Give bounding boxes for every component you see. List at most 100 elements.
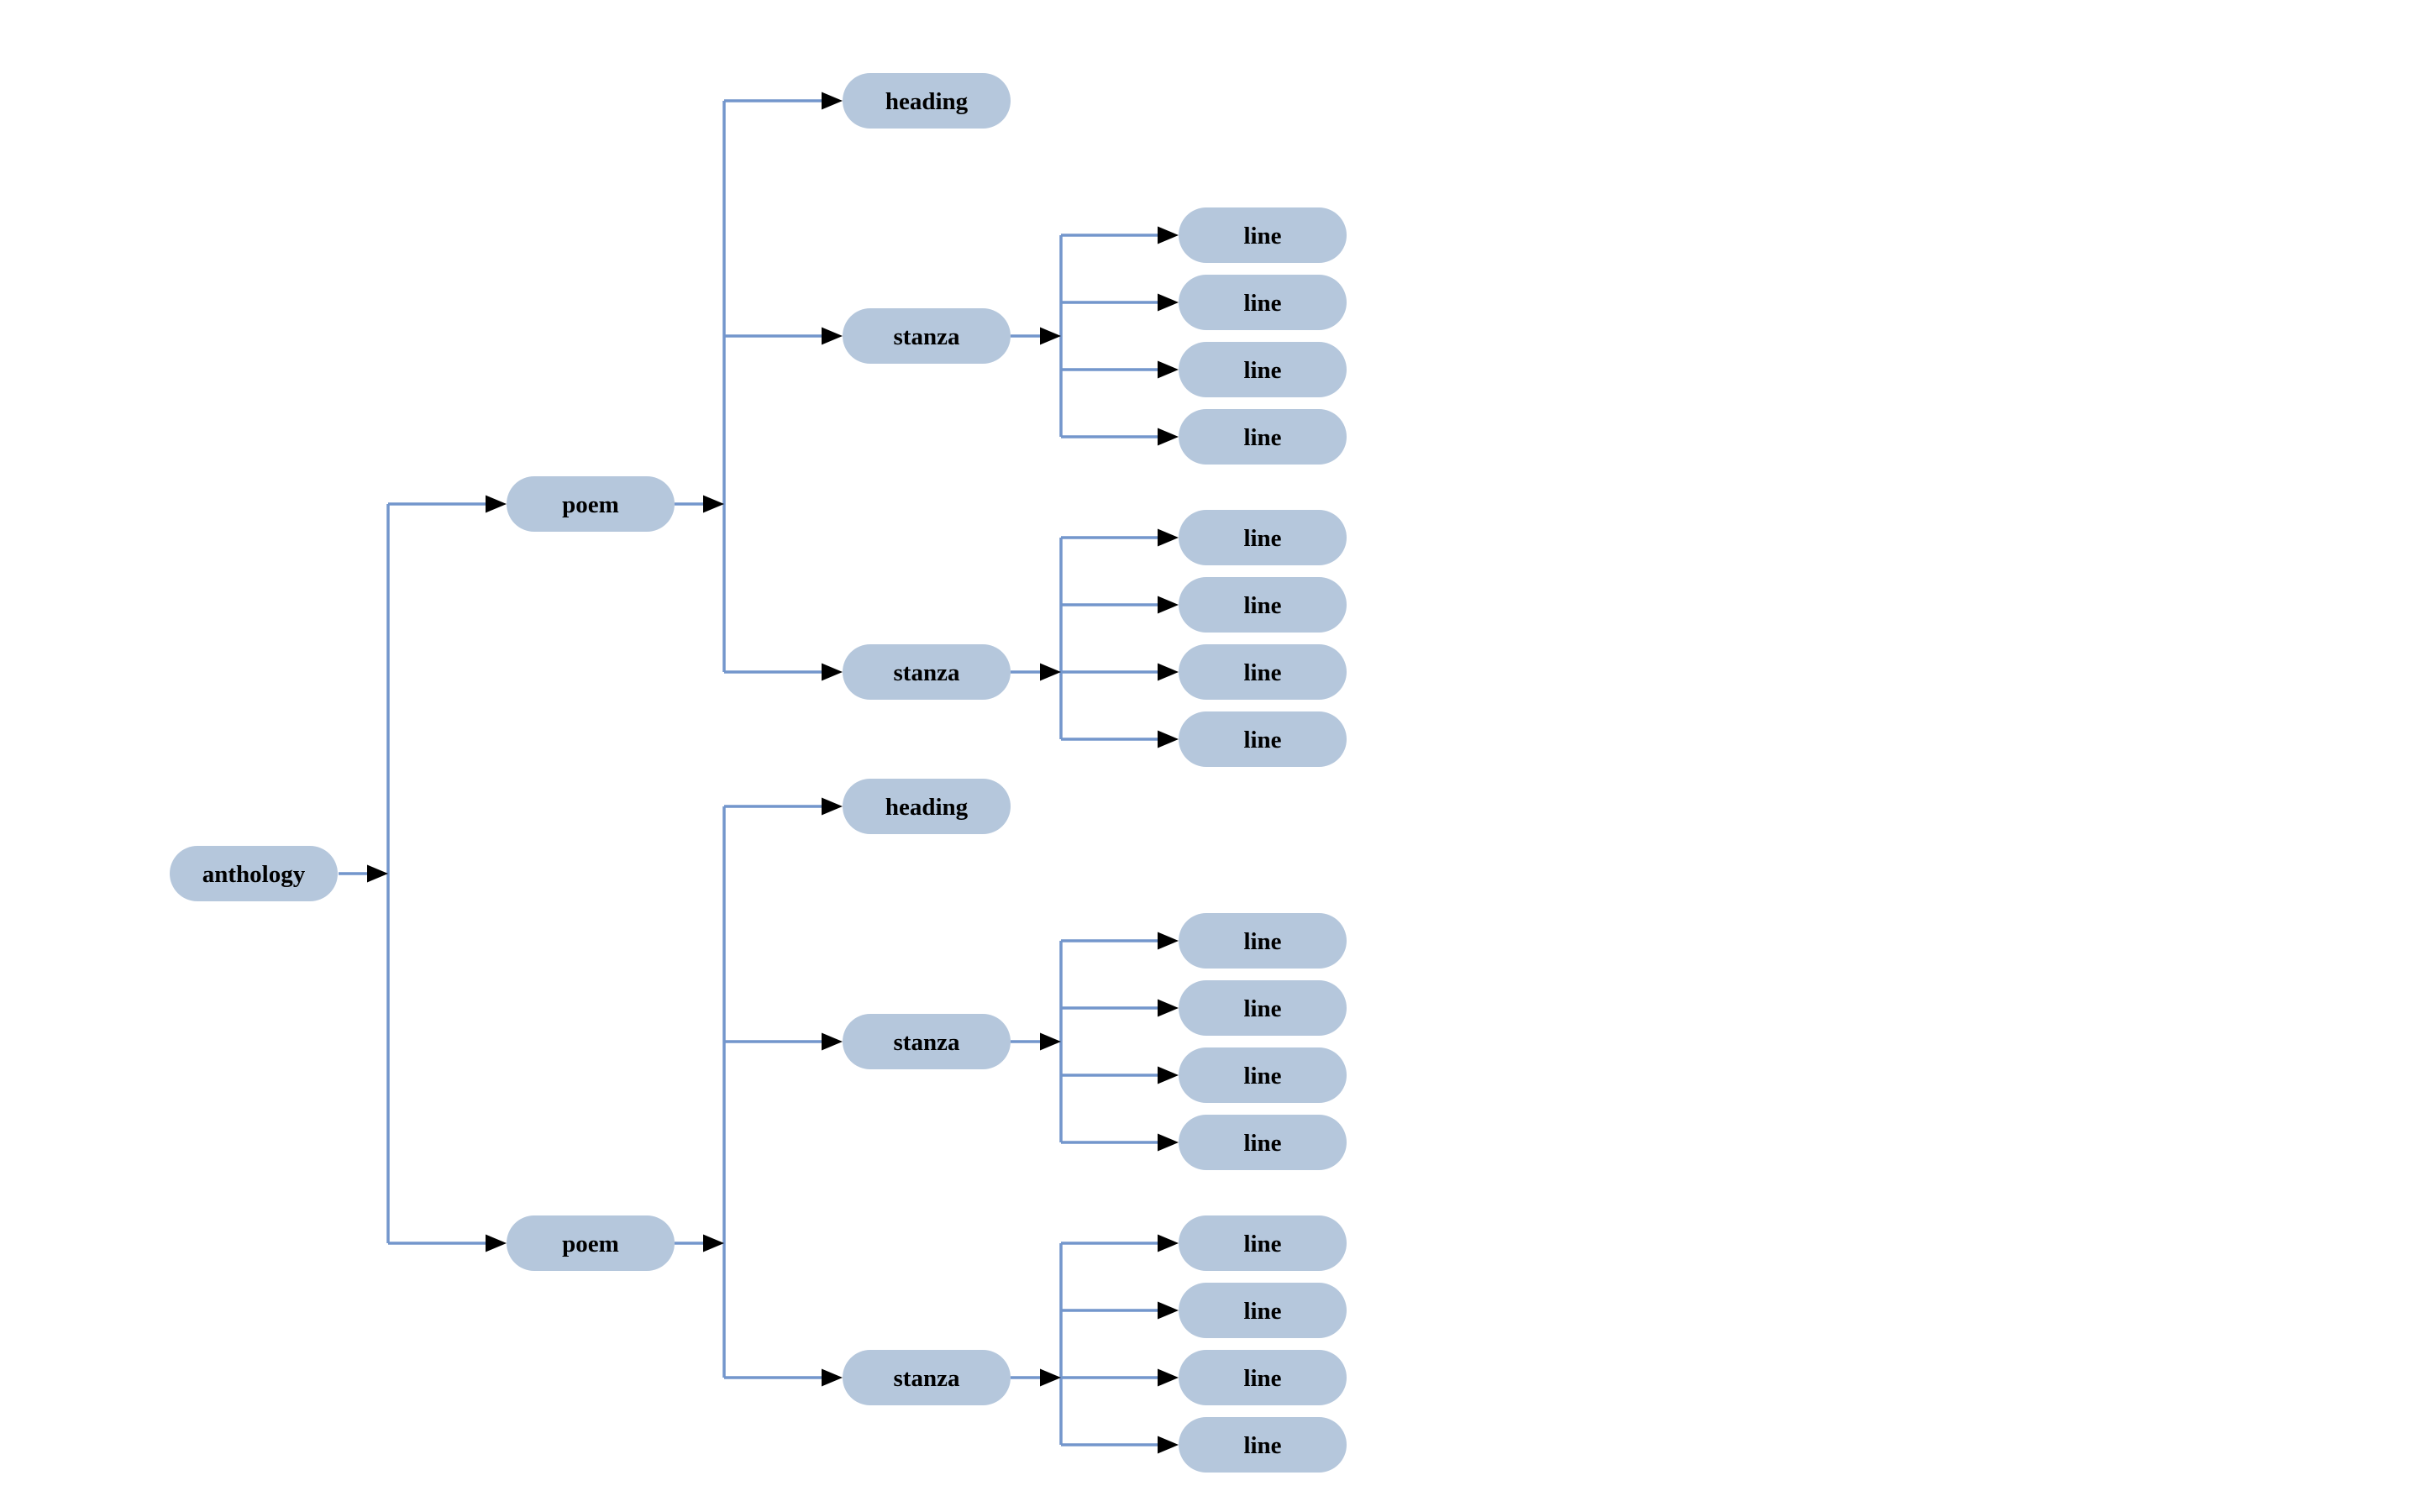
- node-poem-2: poem: [507, 1215, 675, 1271]
- node-pill: [1179, 1283, 1347, 1338]
- node-label: line: [1243, 659, 1281, 686]
- arrowhead-icon: [1158, 428, 1179, 446]
- arrowhead-icon: [1158, 1066, 1179, 1084]
- arrowhead-icon: [486, 495, 507, 513]
- node-label: line: [1243, 357, 1281, 384]
- arrowhead-icon: [1158, 596, 1179, 614]
- node-pill: [1179, 577, 1347, 633]
- node-label: line: [1243, 290, 1281, 317]
- node-label: heading: [885, 88, 969, 115]
- node-label: stanza: [894, 323, 960, 350]
- arrowhead-icon: [1158, 1133, 1179, 1152]
- node-pill: [1179, 207, 1347, 263]
- node-stanza-4: stanza: [843, 1350, 1011, 1405]
- node-pill: [1179, 1047, 1347, 1103]
- node-pill: [1179, 1350, 1347, 1405]
- node-line-1-4: line: [1179, 409, 1347, 465]
- node-line-1-1: line: [1179, 207, 1347, 263]
- node-line-4-4: line: [1179, 1417, 1347, 1473]
- node-heading-2: heading: [843, 779, 1011, 834]
- arrowhead-icon: [486, 1234, 507, 1252]
- node-pill: [1179, 1215, 1347, 1271]
- node-line-2-3: line: [1179, 644, 1347, 700]
- node-pill: [1179, 1115, 1347, 1170]
- node-pill: [507, 1215, 675, 1271]
- node-label: poem: [562, 1231, 619, 1257]
- node-label: line: [1243, 1365, 1281, 1392]
- arrowhead-icon: [1158, 528, 1179, 547]
- node-pill: [843, 1350, 1011, 1405]
- node-stanza-1: stanza: [843, 308, 1011, 364]
- arrowhead-icon: [1158, 226, 1179, 244]
- node-pill: [1179, 342, 1347, 397]
- node-label: anthology: [202, 861, 306, 888]
- arrowhead-icon: [822, 327, 843, 345]
- node-line-4-3: line: [1179, 1350, 1347, 1405]
- arrowhead-icon: [1158, 1234, 1179, 1252]
- node-line-4-2: line: [1179, 1283, 1347, 1338]
- arrowhead-icon: [1040, 327, 1061, 345]
- arrowhead-icon: [1040, 1032, 1061, 1051]
- node-line-3-4: line: [1179, 1115, 1347, 1170]
- node-label: line: [1243, 1432, 1281, 1459]
- node-label: line: [1243, 928, 1281, 955]
- node-pill: [1179, 644, 1347, 700]
- arrowhead-icon: [703, 495, 724, 513]
- arrowhead-icon: [1158, 1301, 1179, 1320]
- arrowhead-icon: [1158, 663, 1179, 681]
- node-label: stanza: [894, 659, 960, 686]
- node-heading-1: heading: [843, 73, 1011, 129]
- arrowhead-icon: [822, 797, 843, 816]
- arrowhead-icon: [822, 1032, 843, 1051]
- node-pill: [1179, 275, 1347, 330]
- node-pill: [1179, 409, 1347, 465]
- node-pill: [843, 73, 1011, 129]
- node-label: line: [1243, 727, 1281, 753]
- arrowhead-icon: [1040, 1368, 1061, 1387]
- arrowhead-icon: [822, 1368, 843, 1387]
- node-label: stanza: [894, 1365, 960, 1392]
- node-pill: [1179, 510, 1347, 565]
- node-pill: [170, 846, 338, 901]
- node-label: line: [1243, 1130, 1281, 1157]
- nodes-layer: anthology poem poem heading stanza stanz…: [170, 73, 1347, 1473]
- arrowhead-icon: [367, 864, 388, 883]
- node-pill: [1179, 913, 1347, 969]
- node-label: line: [1243, 525, 1281, 552]
- node-label: stanza: [894, 1029, 960, 1056]
- arrowhead-icon: [1040, 663, 1061, 681]
- arrowhead-icon: [1158, 999, 1179, 1017]
- node-label: line: [1243, 1298, 1281, 1325]
- arrowhead-icon: [1158, 730, 1179, 748]
- node-label: line: [1243, 223, 1281, 249]
- arrowhead-icon: [822, 663, 843, 681]
- node-label: line: [1243, 995, 1281, 1022]
- arrowhead-icon: [1158, 360, 1179, 379]
- node-label: heading: [885, 794, 969, 821]
- node-label: line: [1243, 592, 1281, 619]
- node-line-2-2: line: [1179, 577, 1347, 633]
- node-pill: [843, 1014, 1011, 1069]
- node-label: line: [1243, 1063, 1281, 1089]
- node-line-2-1: line: [1179, 510, 1347, 565]
- node-pill: [507, 476, 675, 532]
- node-poem-1: poem: [507, 476, 675, 532]
- node-line-1-2: line: [1179, 275, 1347, 330]
- node-label: poem: [562, 491, 619, 518]
- edges-layer: [339, 92, 1179, 1454]
- node-pill: [1179, 980, 1347, 1036]
- node-stanza-3: stanza: [843, 1014, 1011, 1069]
- node-anthology: anthology: [170, 846, 338, 901]
- node-line-3-1: line: [1179, 913, 1347, 969]
- node-line-1-3: line: [1179, 342, 1347, 397]
- arrowhead-icon: [1158, 1368, 1179, 1387]
- node-pill: [843, 644, 1011, 700]
- node-pill: [843, 308, 1011, 364]
- node-pill: [1179, 711, 1347, 767]
- node-line-2-4: line: [1179, 711, 1347, 767]
- node-line-4-1: line: [1179, 1215, 1347, 1271]
- arrowhead-icon: [1158, 932, 1179, 950]
- arrowhead-icon: [1158, 293, 1179, 312]
- node-label: line: [1243, 1231, 1281, 1257]
